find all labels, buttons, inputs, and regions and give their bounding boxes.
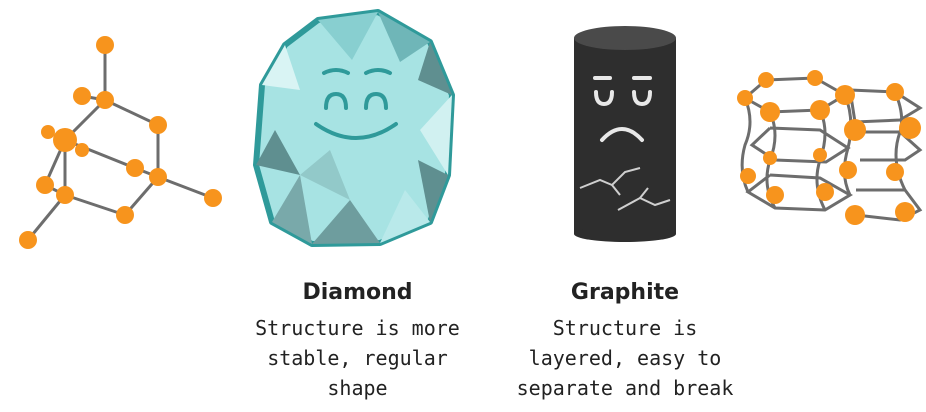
- atom: [126, 159, 144, 177]
- atom: [763, 151, 777, 165]
- atom: [766, 186, 784, 204]
- diamond-caption: Diamond Structure is more stable, regula…: [225, 279, 490, 403]
- atom: [760, 102, 780, 122]
- atom: [758, 72, 774, 88]
- atom: [53, 128, 77, 152]
- graphite-caption: Graphite Structure is layered, easy to s…: [500, 279, 750, 403]
- atom: [56, 186, 74, 204]
- atom: [740, 168, 756, 184]
- graphite-description: Structure is layered, easy to separate a…: [500, 313, 750, 403]
- atom: [844, 119, 866, 141]
- atom: [895, 202, 915, 222]
- atom: [845, 205, 865, 225]
- atom: [204, 189, 222, 207]
- graphite-title: Graphite: [570, 280, 680, 305]
- atom: [737, 90, 753, 106]
- atom: [75, 143, 89, 157]
- atom: [899, 117, 921, 139]
- atom: [41, 125, 55, 139]
- atom: [19, 231, 37, 249]
- atom: [36, 176, 54, 194]
- diamond-description: Structure is more stable, regular shape: [225, 313, 490, 403]
- atom: [813, 148, 827, 162]
- atom: [810, 100, 830, 120]
- diamond-title: Diamond: [302, 280, 413, 305]
- atom: [149, 168, 167, 186]
- atom: [839, 161, 857, 179]
- atom: [149, 116, 167, 134]
- diamond-description-line: shape: [327, 376, 388, 400]
- atom: [116, 206, 134, 224]
- diamond-description-line: Structure is more: [255, 316, 460, 340]
- atom: [96, 36, 114, 54]
- atom: [73, 87, 91, 105]
- atom: [886, 163, 904, 181]
- atom: [886, 83, 904, 101]
- atom: [807, 70, 823, 86]
- atom: [835, 85, 855, 105]
- atom: [96, 91, 114, 109]
- graphite-description-line: Structure is: [552, 316, 698, 340]
- diamond-description-line: stable, regular: [267, 346, 448, 370]
- graphite-description-line: layered, easy to: [528, 346, 722, 370]
- graphite-description-line: separate and break: [516, 376, 734, 400]
- atom: [816, 183, 834, 201]
